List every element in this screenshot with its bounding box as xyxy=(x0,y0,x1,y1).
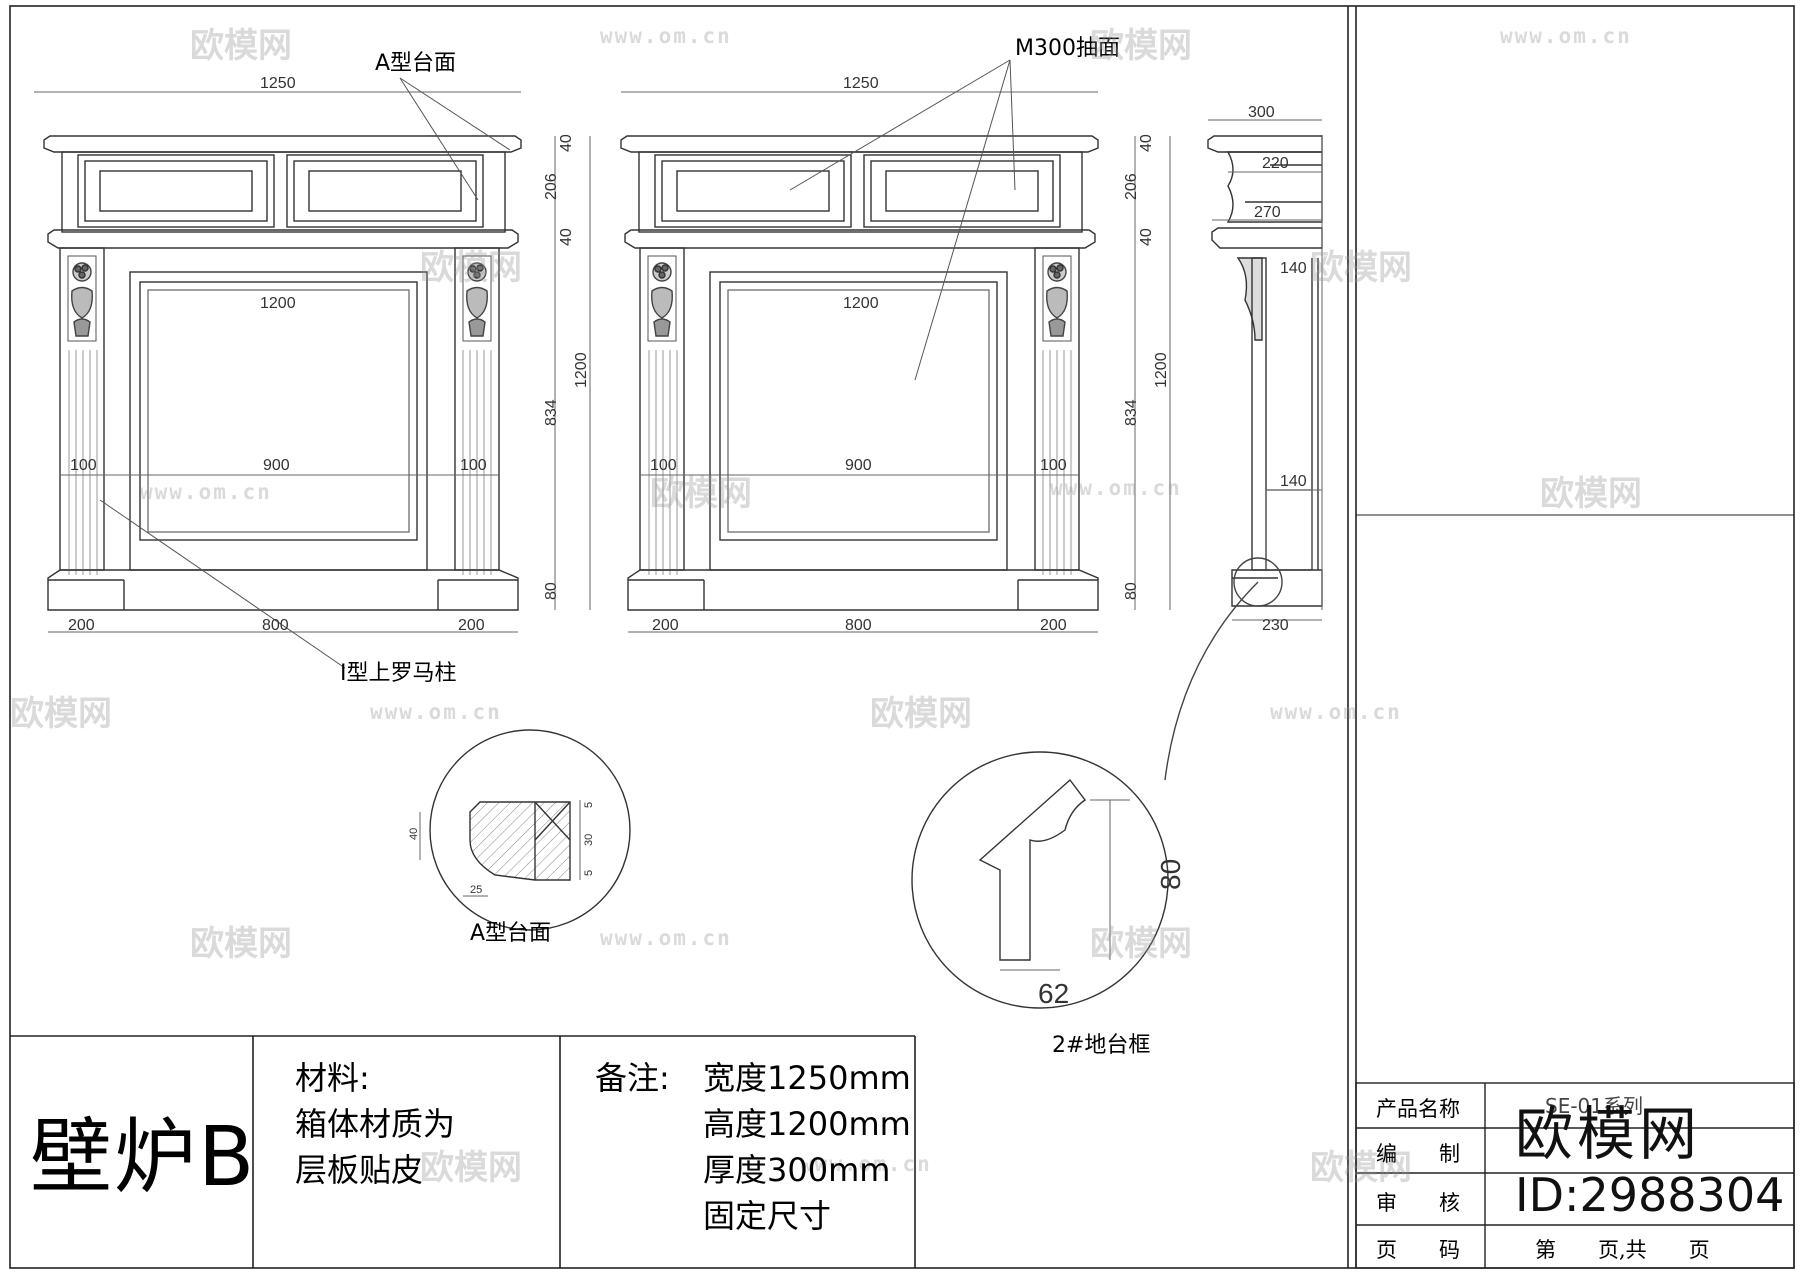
dim-side-depth: 300 xyxy=(1248,104,1275,121)
dim-front1-width: 1250 xyxy=(260,75,296,92)
label-top-m300: M300抽面 xyxy=(1015,36,1120,61)
dim-front1-col-l: 100 xyxy=(70,457,97,474)
dim-v1-80: 80 xyxy=(543,582,560,600)
callout-labels: A型台面 M300抽面 I型上罗马柱 A型台面 2#地台框 xyxy=(340,36,1150,1058)
dimension-texts: 1250 1250 1200 1200 900 900 100 100 100 … xyxy=(68,75,1307,1009)
dim-detail-a-25: 25 xyxy=(470,884,482,896)
brand-id: ID:2988304 xyxy=(1515,1168,1785,1222)
dim-v1-40a: 40 xyxy=(558,134,575,152)
dim-front1-base-c: 800 xyxy=(262,617,289,634)
notes-label: 备注: xyxy=(595,1059,670,1097)
title-block-grid xyxy=(1355,1082,1795,1269)
dim-detail-a-40: 40 xyxy=(408,828,420,840)
dim-front2-base-c: 800 xyxy=(845,617,872,634)
detail-base-frame xyxy=(911,581,1259,1009)
dim-front2-col-r: 100 xyxy=(1040,457,1067,474)
notes-block: 备注: 宽度1250mm 高度1200mm 厚度300mm 固定尺寸 xyxy=(595,1055,911,1239)
dim-v1-40b: 40 xyxy=(558,228,575,246)
dim-v2-834: 834 xyxy=(1123,399,1140,426)
dim-front2-width: 1250 xyxy=(843,75,879,92)
dim-front2-inner: 1200 xyxy=(843,295,879,312)
tb-editor-label: 编 制 xyxy=(1376,1142,1460,1166)
front-view-right xyxy=(620,135,1099,611)
dim-side-140-bottom: 140 xyxy=(1280,473,1307,490)
dim-detail-base-80: 80 xyxy=(1155,859,1186,890)
drawing-title: 壁炉B xyxy=(30,1110,257,1205)
notes-line1: 宽度1250mm xyxy=(703,1059,911,1097)
dim-front1-base-r: 200 xyxy=(458,617,485,634)
dim-front2-col-l: 100 xyxy=(650,457,677,474)
dim-front1-inner: 1200 xyxy=(260,295,296,312)
notes-line4: 固定尺寸 xyxy=(703,1197,832,1235)
drawing-frame xyxy=(9,5,1795,1269)
material-block: 材料: 箱体材质为 层板贴皮 xyxy=(295,1055,455,1193)
dim-v2-40a: 40 xyxy=(1138,134,1155,152)
notes-line2: 高度1200mm xyxy=(703,1105,911,1143)
label-detail-base: 2#地台框 xyxy=(1052,1033,1150,1058)
dim-v1-834: 834 xyxy=(543,399,560,426)
tb-product-code: SE-01系列 xyxy=(1545,1094,1643,1118)
label-detail-a: A型台面 xyxy=(470,921,551,946)
dim-side-140-top: 140 xyxy=(1280,260,1307,277)
front-view-left xyxy=(43,135,522,611)
dim-front2-base-l: 200 xyxy=(652,617,679,634)
dim-v2-40b: 40 xyxy=(1138,228,1155,246)
dim-detail-a-5a: 5 xyxy=(583,802,595,808)
dim-v1-206: 206 xyxy=(543,173,560,200)
leader-lines xyxy=(99,59,1016,669)
dim-v1-1200: 1200 xyxy=(573,352,590,388)
dim-front1-base-l: 200 xyxy=(68,617,95,634)
dim-front1-opening: 900 xyxy=(263,457,290,474)
dim-front1-col-r: 100 xyxy=(460,457,487,474)
material-line1: 箱体材质为 xyxy=(295,1105,456,1143)
dimension-lines xyxy=(34,91,1323,633)
dim-side-220: 220 xyxy=(1262,155,1289,172)
brand-logo: 欧模网 xyxy=(1515,1100,1702,1168)
dim-v2-1200: 1200 xyxy=(1153,352,1170,388)
dim-front2-base-r: 200 xyxy=(1040,617,1067,634)
material-line2: 层板贴皮 xyxy=(295,1151,424,1189)
dim-side-270: 270 xyxy=(1254,204,1281,221)
detail-a-countertop xyxy=(419,729,631,931)
notes-line3: 厚度300mm xyxy=(703,1151,891,1189)
dim-detail-base-62: 62 xyxy=(1038,978,1069,1009)
dim-v2-80: 80 xyxy=(1123,582,1140,600)
dim-v2-206: 206 xyxy=(1123,173,1140,200)
tb-page-label: 页 码 xyxy=(1376,1238,1460,1262)
tb-reviewer-label: 审 核 xyxy=(1376,1191,1460,1215)
dim-front2-opening: 900 xyxy=(845,457,872,474)
material-label: 材料: xyxy=(295,1059,370,1097)
dim-detail-a-30: 30 xyxy=(583,834,595,846)
dim-detail-a-5b: 5 xyxy=(583,870,595,876)
dim-side-230: 230 xyxy=(1262,617,1289,634)
tb-page-value: 第 页,共 页 xyxy=(1535,1238,1710,1262)
label-column: I型上罗马柱 xyxy=(340,661,457,686)
label-top-a: A型台面 xyxy=(375,51,456,76)
tb-product-name-label: 产品名称 xyxy=(1376,1097,1460,1121)
